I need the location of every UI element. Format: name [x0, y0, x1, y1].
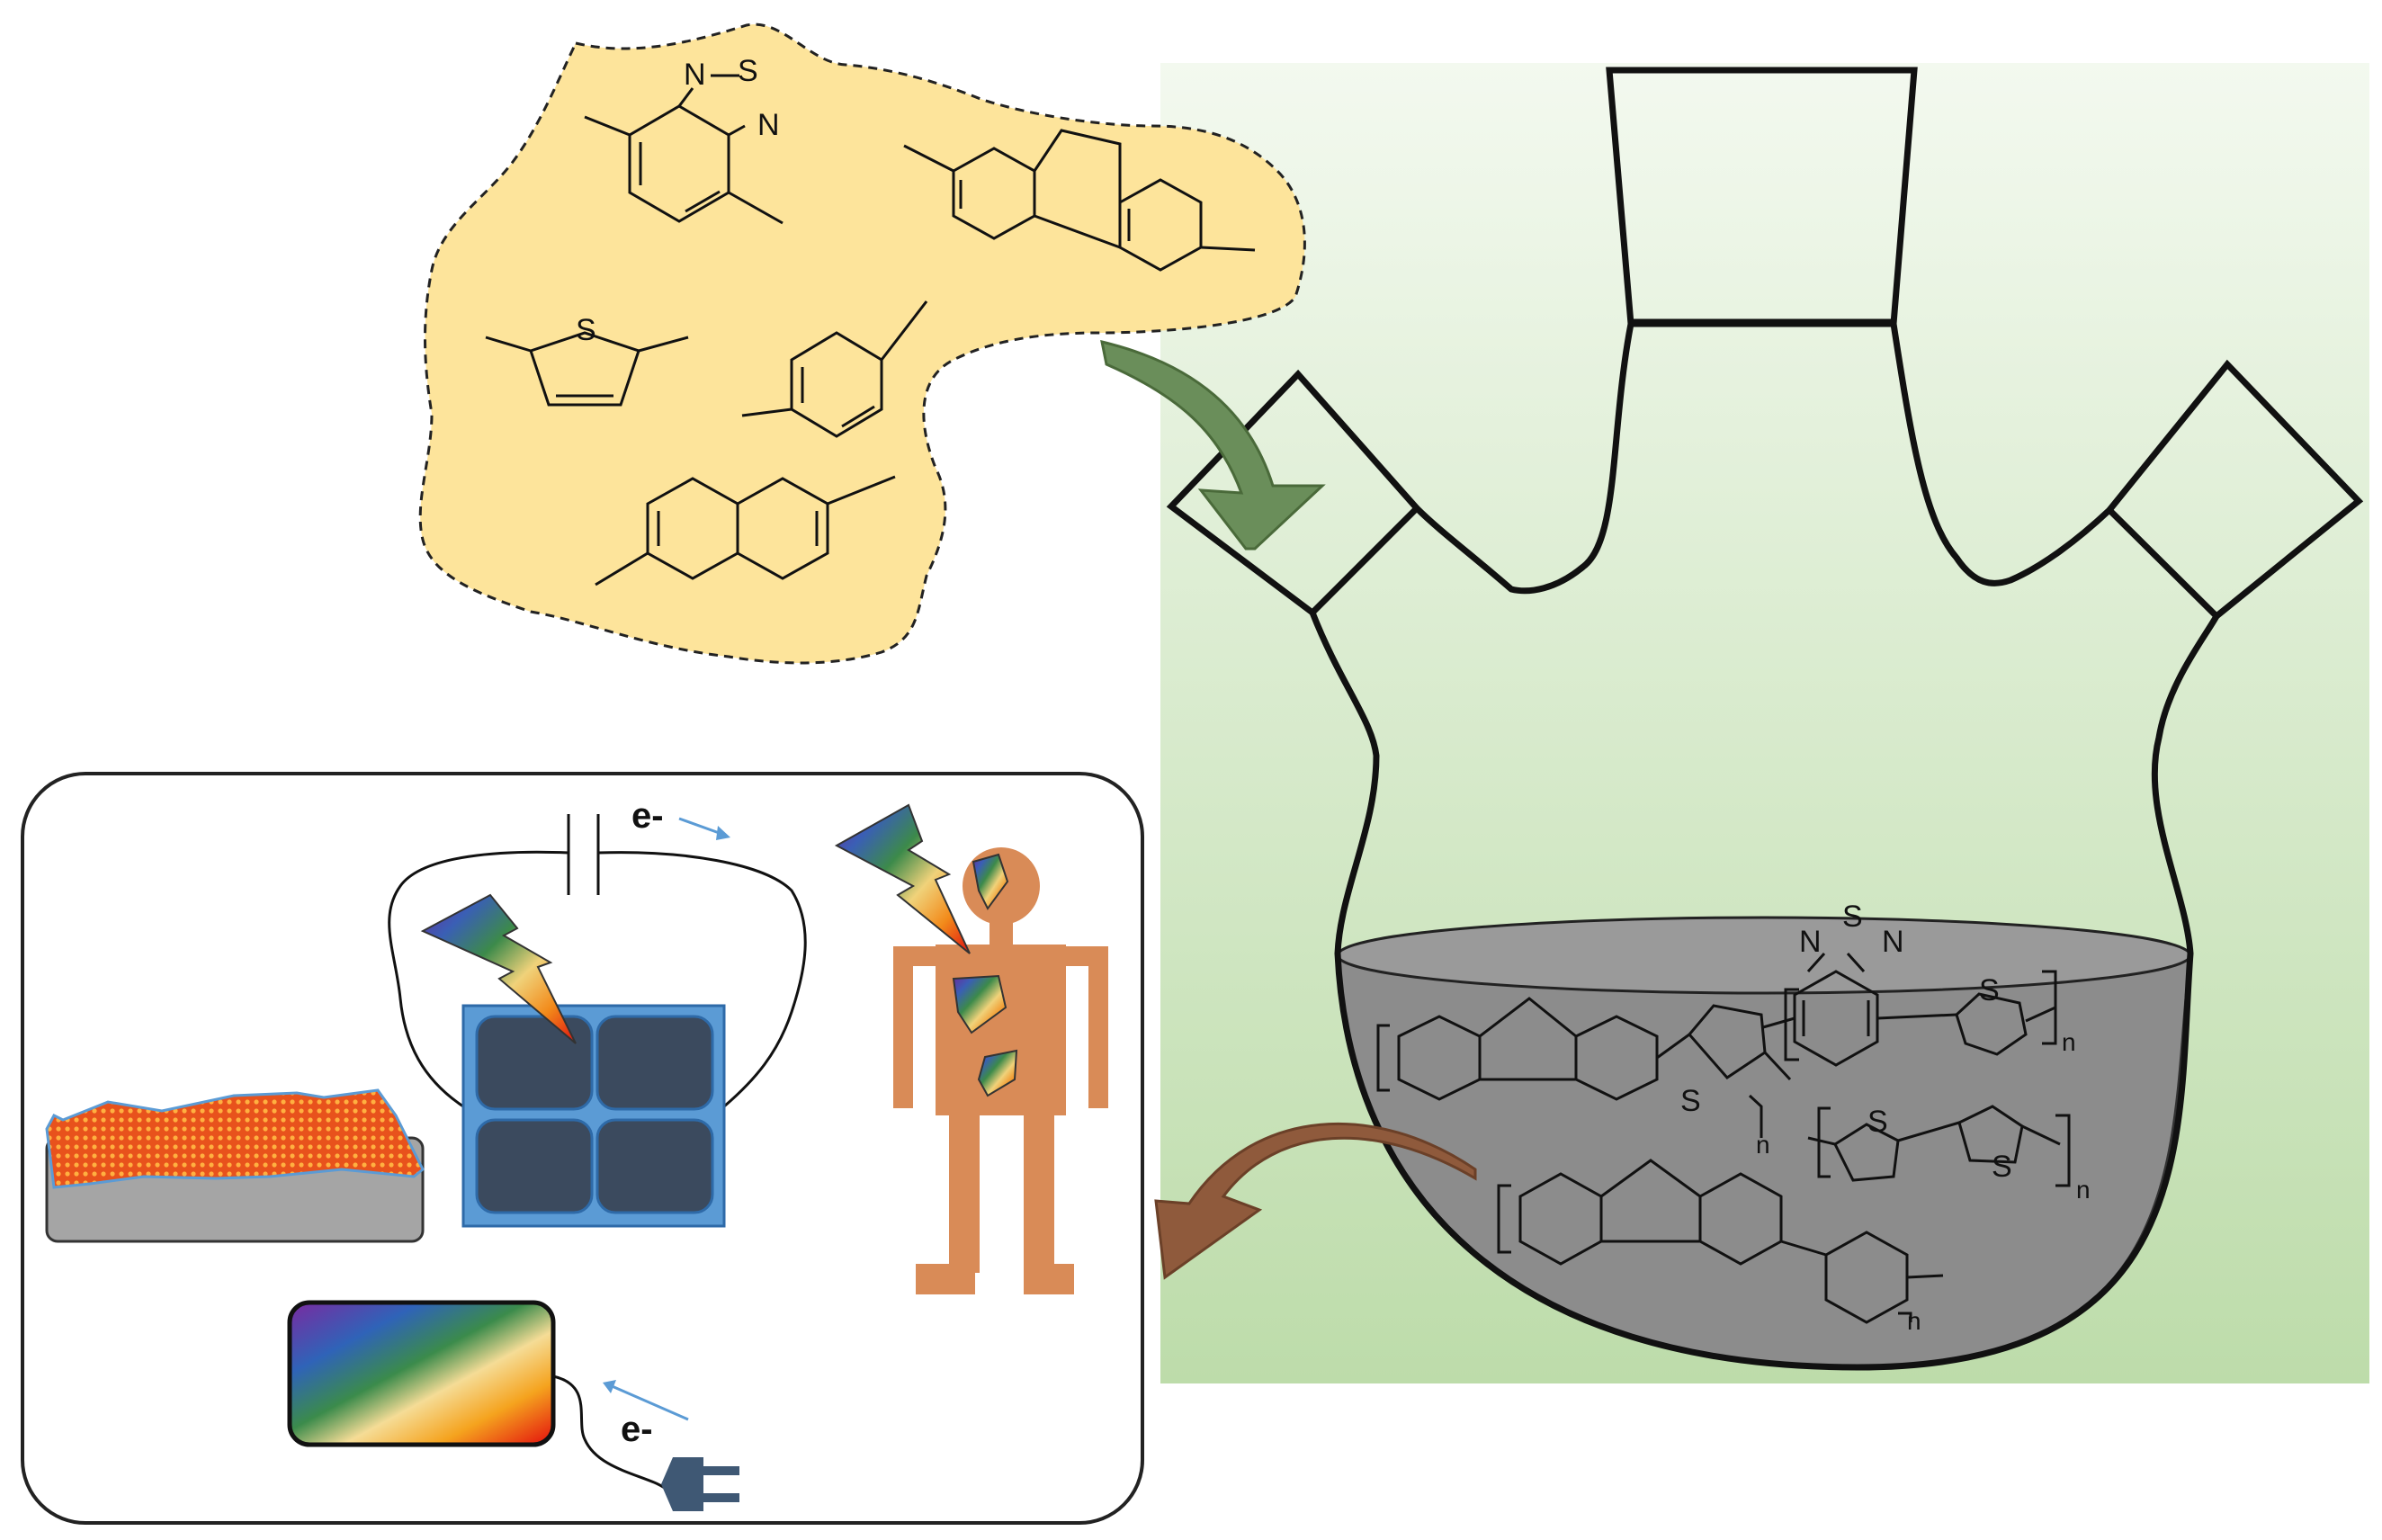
repeat-n-4: n [1907, 1307, 1921, 1335]
three-neck-flask [1309, 323, 2220, 1371]
flask-to-applications-arrow [1154, 1122, 1477, 1280]
fluorene-monomer [903, 129, 1256, 272]
light-bolt-bio [834, 803, 971, 954]
led-screen [287, 1300, 556, 1447]
electron-flow-top [678, 817, 725, 837]
right-neck-joint [2107, 359, 2364, 619]
electron-flow-bottom [609, 1383, 689, 1421]
monomer-structures [485, 74, 1256, 586]
benzene-monomer [741, 300, 928, 438]
solar-device: e- [388, 796, 807, 1228]
figure-tissue-abdomen [977, 1049, 1018, 1097]
benzothiadiazole-monomer [584, 74, 784, 225]
thiophene-monomer [485, 331, 689, 407]
monomer-btd-n-right: N [757, 108, 780, 142]
polymer-thiophene-s: S [1979, 973, 2000, 1007]
light-bolt-solar [420, 893, 577, 1044]
bithiophene-s-2: S [1992, 1150, 2012, 1184]
monomer-btd-n-left: N [684, 58, 706, 92]
solar-cell-2 [596, 1015, 714, 1111]
monomer-btd-s: S [738, 54, 758, 88]
monomer-thiophene-s: S [576, 313, 596, 347]
polymer-structures [1376, 952, 2071, 1324]
electron-label-top: e- [631, 796, 664, 836]
solar-circuit-wire [388, 850, 807, 1108]
electron-label-bottom: e- [621, 1410, 653, 1449]
repeat-n-2: n [1756, 1131, 1770, 1159]
plug-icon [661, 1457, 739, 1511]
solar-cell-4 [596, 1118, 714, 1214]
fluorene-phenylene-polymer [1497, 1159, 1944, 1324]
led-power-cord [552, 1374, 667, 1491]
monomer-cloud: N S N S [418, 22, 1306, 665]
flask-panel: N S N S S S S n n n n [1160, 63, 2369, 1383]
bithiophene-polymer [1807, 1105, 2071, 1187]
naphthalene-monomer [595, 475, 896, 586]
repeat-n-3: n [2076, 1176, 2091, 1204]
solution-surface [1336, 916, 2192, 995]
repeat-n-1: n [2062, 1028, 2076, 1056]
polymer-btd-n-right: N [1882, 925, 1904, 959]
solar-cell-1 [475, 1015, 594, 1111]
solar-cell-3 [475, 1118, 594, 1214]
fluorene-thiophene-polymer [1376, 997, 1792, 1138]
figure-tissue-head [972, 853, 1009, 910]
polymer-btd-s: S [1842, 900, 1863, 934]
btd-thiophene-polymer [1762, 952, 2057, 1067]
polymer-coating [45, 1088, 425, 1189]
figure-tissue-chest [952, 974, 1007, 1034]
led-device: e- [287, 1300, 739, 1511]
applications-panel: e- [21, 772, 1144, 1525]
monomer-to-flask-arrow [1100, 339, 1326, 551]
polymer-btd-n-left: N [1799, 925, 1822, 959]
human-figure [834, 803, 1108, 1294]
fluorene-thiophene-s: S [1680, 1084, 1701, 1118]
bithiophene-s-1: S [1867, 1105, 1888, 1139]
coated-substrate [45, 1088, 425, 1243]
